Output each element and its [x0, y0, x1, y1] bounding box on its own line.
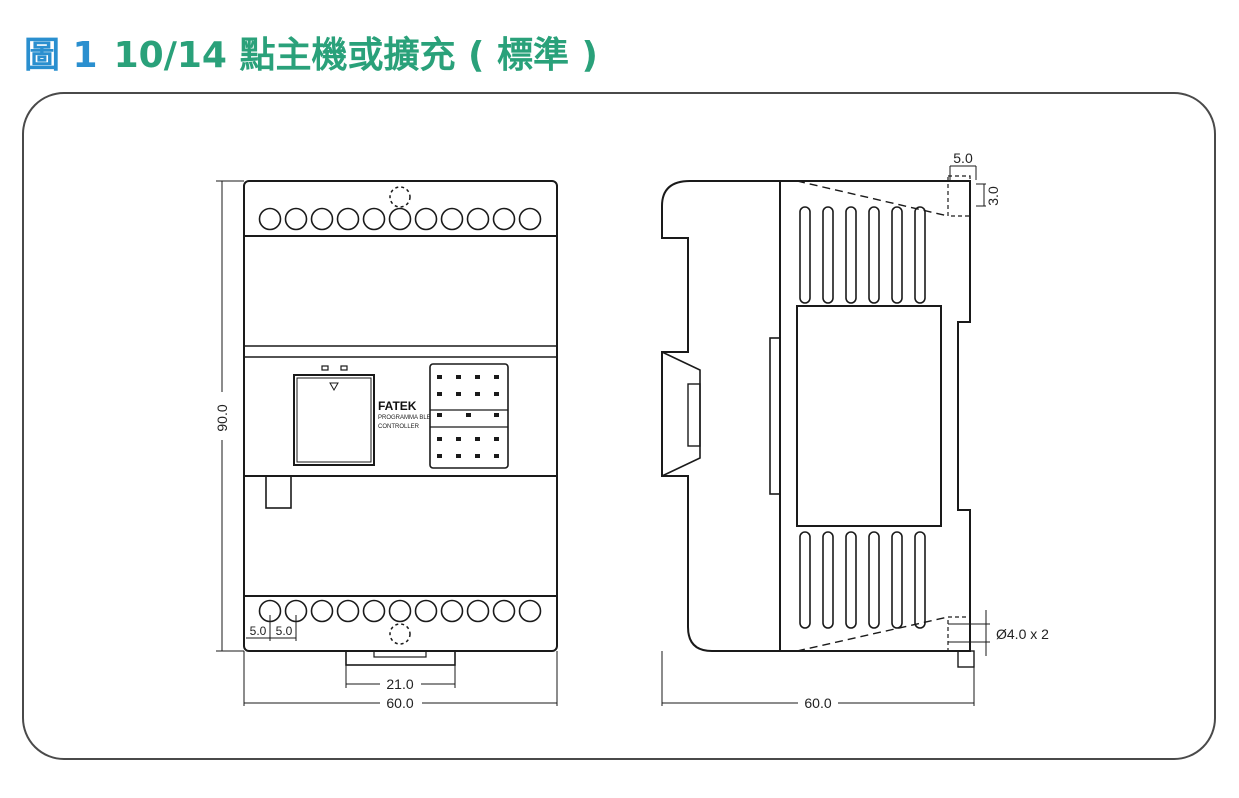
status-led — [340, 365, 348, 371]
terminal-screw — [518, 599, 542, 623]
bottom-foot — [957, 650, 975, 668]
terminal-screw — [284, 207, 308, 231]
port-cover-inner — [296, 377, 372, 463]
triangle-marker-icon — [329, 382, 339, 392]
terminal-screw — [258, 207, 282, 231]
terminal-screw — [388, 207, 412, 231]
side-dimension-lines — [661, 165, 990, 706]
front-width-dimension: 60.0 — [386, 695, 413, 711]
top-mount-hole — [389, 186, 411, 208]
rail-clip-dimension: 21.0 — [386, 676, 413, 692]
rail-hook-slot — [687, 383, 701, 447]
din-rail-clip-notch — [373, 650, 427, 658]
figure-number: 圖 1 — [24, 35, 98, 76]
bottom-mount-hole — [389, 623, 411, 645]
side-width-dimension: 60.0 — [804, 695, 831, 711]
din-rail-clip — [345, 650, 456, 666]
terminal-screw — [440, 599, 464, 623]
terminal-screw — [310, 599, 334, 623]
side-view — [661, 175, 975, 668]
terminal-screw — [466, 207, 490, 231]
expansion-tab — [265, 475, 292, 509]
terminal-pitch-dimension-1: 5.0 — [250, 624, 267, 638]
side-latch — [769, 337, 781, 495]
brand-label: FATEK — [378, 399, 417, 413]
bottom-hole-outline — [947, 616, 971, 652]
front-height-dimension: 90.0 — [214, 404, 230, 431]
terminal-screw — [362, 207, 386, 231]
terminal-screw — [336, 599, 360, 623]
top-offset-dimension: 5.0 — [953, 150, 973, 166]
status-led — [321, 365, 329, 371]
terminal-screw — [414, 207, 438, 231]
figure-heading: 圖 1 10/14 點主機或擴充 ( 標準 ) — [24, 22, 598, 82]
side-housing-outline — [661, 180, 971, 652]
front-view — [243, 180, 558, 666]
bottom-hole-projection — [796, 616, 949, 652]
terminal-screw — [310, 207, 334, 231]
hole-diameter-dimension: Ø4.0 x 2 — [996, 626, 1049, 642]
side-label-window — [796, 305, 942, 527]
bottom-vents — [799, 531, 926, 629]
terminal-screw — [466, 599, 490, 623]
top-depth-dimension: 3.0 — [985, 186, 1001, 206]
input-led-grid — [437, 375, 499, 458]
brand-subtitle-2: CONTROLLER — [378, 424, 420, 430]
terminal-screw — [492, 599, 516, 623]
terminal-screw — [492, 207, 516, 231]
top-terminal-row — [258, 207, 542, 231]
terminal-screw — [414, 599, 438, 623]
rail-hook — [661, 351, 701, 477]
terminal-pitch-dimension-2: 5.0 — [276, 624, 293, 638]
port-cover — [293, 374, 375, 466]
brand-subtitle-1: PROGRAMMA BLE — [378, 415, 431, 421]
top-hole-projection — [796, 180, 949, 217]
terminal-screw — [362, 599, 386, 623]
figure-title: 10/14 點主機或擴充 ( 標準 ) — [113, 35, 598, 76]
top-vents — [799, 206, 926, 304]
led-indicator-panel — [429, 363, 509, 469]
front-dimension-lines — [216, 180, 558, 706]
drawing-frame — [22, 92, 1216, 760]
terminal-screw — [518, 207, 542, 231]
bottom-terminal-row — [258, 599, 542, 623]
terminal-screw — [388, 599, 412, 623]
terminal-screw — [336, 207, 360, 231]
terminal-screw — [440, 207, 464, 231]
top-hole-outline — [947, 175, 971, 217]
